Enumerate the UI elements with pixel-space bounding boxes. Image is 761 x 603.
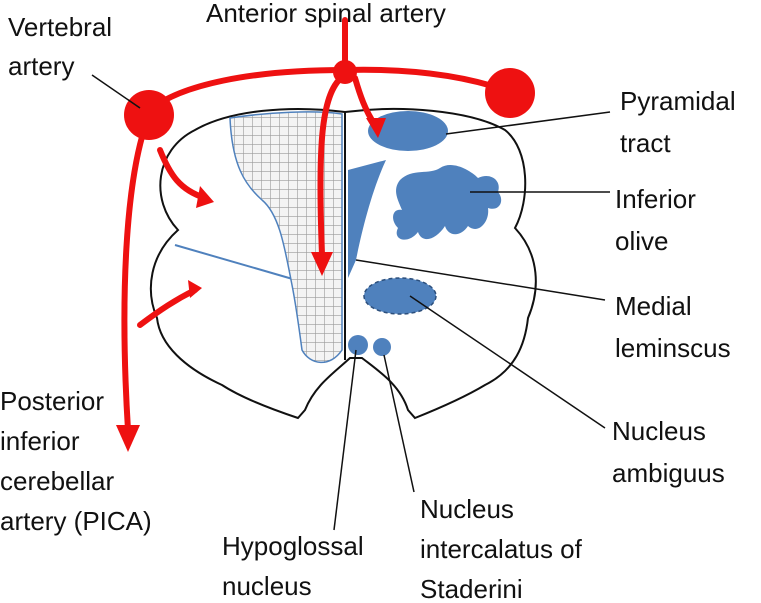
nucleus-ambiguus [363, 277, 437, 315]
label-vertebral-artery-2: artery [8, 51, 74, 81]
ambiguus-leader [409, 295, 606, 429]
hypoglossal-nucleus [348, 335, 368, 355]
pica-territory-boundary [174, 244, 297, 281]
pica-arrowhead [116, 425, 140, 452]
medial-lemniscus-tract [348, 160, 386, 278]
label-intercalatus-3: Staderini [420, 574, 523, 603]
intercalatus-leader [383, 354, 415, 493]
anterior-spinal-artery-origin [333, 60, 357, 84]
medulla-outline [149, 108, 537, 420]
paramedian-branch-arrowhead [366, 118, 386, 138]
label-nucleus-ambiguus-2: ambiguus [612, 458, 725, 488]
label-anterior-spinal-artery: Anterior spinal artery [206, 0, 446, 28]
artery-arrowheads [116, 118, 386, 452]
pyramidal-leader [445, 111, 611, 135]
leader-lines [91, 74, 611, 531]
vertebral-artery-left [124, 90, 174, 140]
label-vertebral-artery-1: Vertebral [8, 12, 112, 42]
label-inferior-olive-2: olive [615, 226, 668, 256]
nucleus-intercalatus [373, 338, 391, 356]
median-branch [317, 72, 348, 258]
label-pica-4: artery (PICA) [0, 506, 152, 536]
pica-vessel [121, 115, 151, 433]
hypoglossal-leader [333, 349, 357, 531]
label-medial-lemniscus-2: leminscus [615, 333, 731, 363]
label-nucleus-ambiguus-1: Nucleus [612, 416, 706, 446]
upper-branch-arrowhead [196, 186, 214, 208]
label-pyramidal-tract-1: Pyramidal [620, 86, 736, 116]
arterial-arch-right [342, 66, 508, 93]
median-branch-arrowhead [311, 252, 333, 276]
inferior-olive [393, 165, 502, 240]
label-hypoglossal-2: nucleus [222, 571, 312, 601]
label-medial-lemniscus-1: Medial [615, 291, 692, 321]
label-pyramidal-tract-2: tract [620, 128, 671, 158]
lower-branch-arrowhead [188, 280, 202, 298]
vertebral-leader [91, 74, 141, 109]
vertebral-artery-right [485, 68, 535, 118]
pyramidal-tract [368, 111, 448, 151]
label-intercalatus-1: Nucleus [420, 494, 514, 524]
label-hypoglossal-1: Hypoglossal [222, 531, 364, 561]
label-intercalatus-2: intercalatus of [420, 534, 583, 564]
lemniscus-leader [355, 259, 606, 301]
label-pica-1: Posterior [0, 386, 104, 416]
arterial-arch-left [147, 67, 348, 113]
label-pica-2: inferior [0, 426, 80, 456]
label-inferior-olive-1: Inferior [615, 184, 696, 214]
label-pica-3: cerebellar [0, 466, 115, 496]
